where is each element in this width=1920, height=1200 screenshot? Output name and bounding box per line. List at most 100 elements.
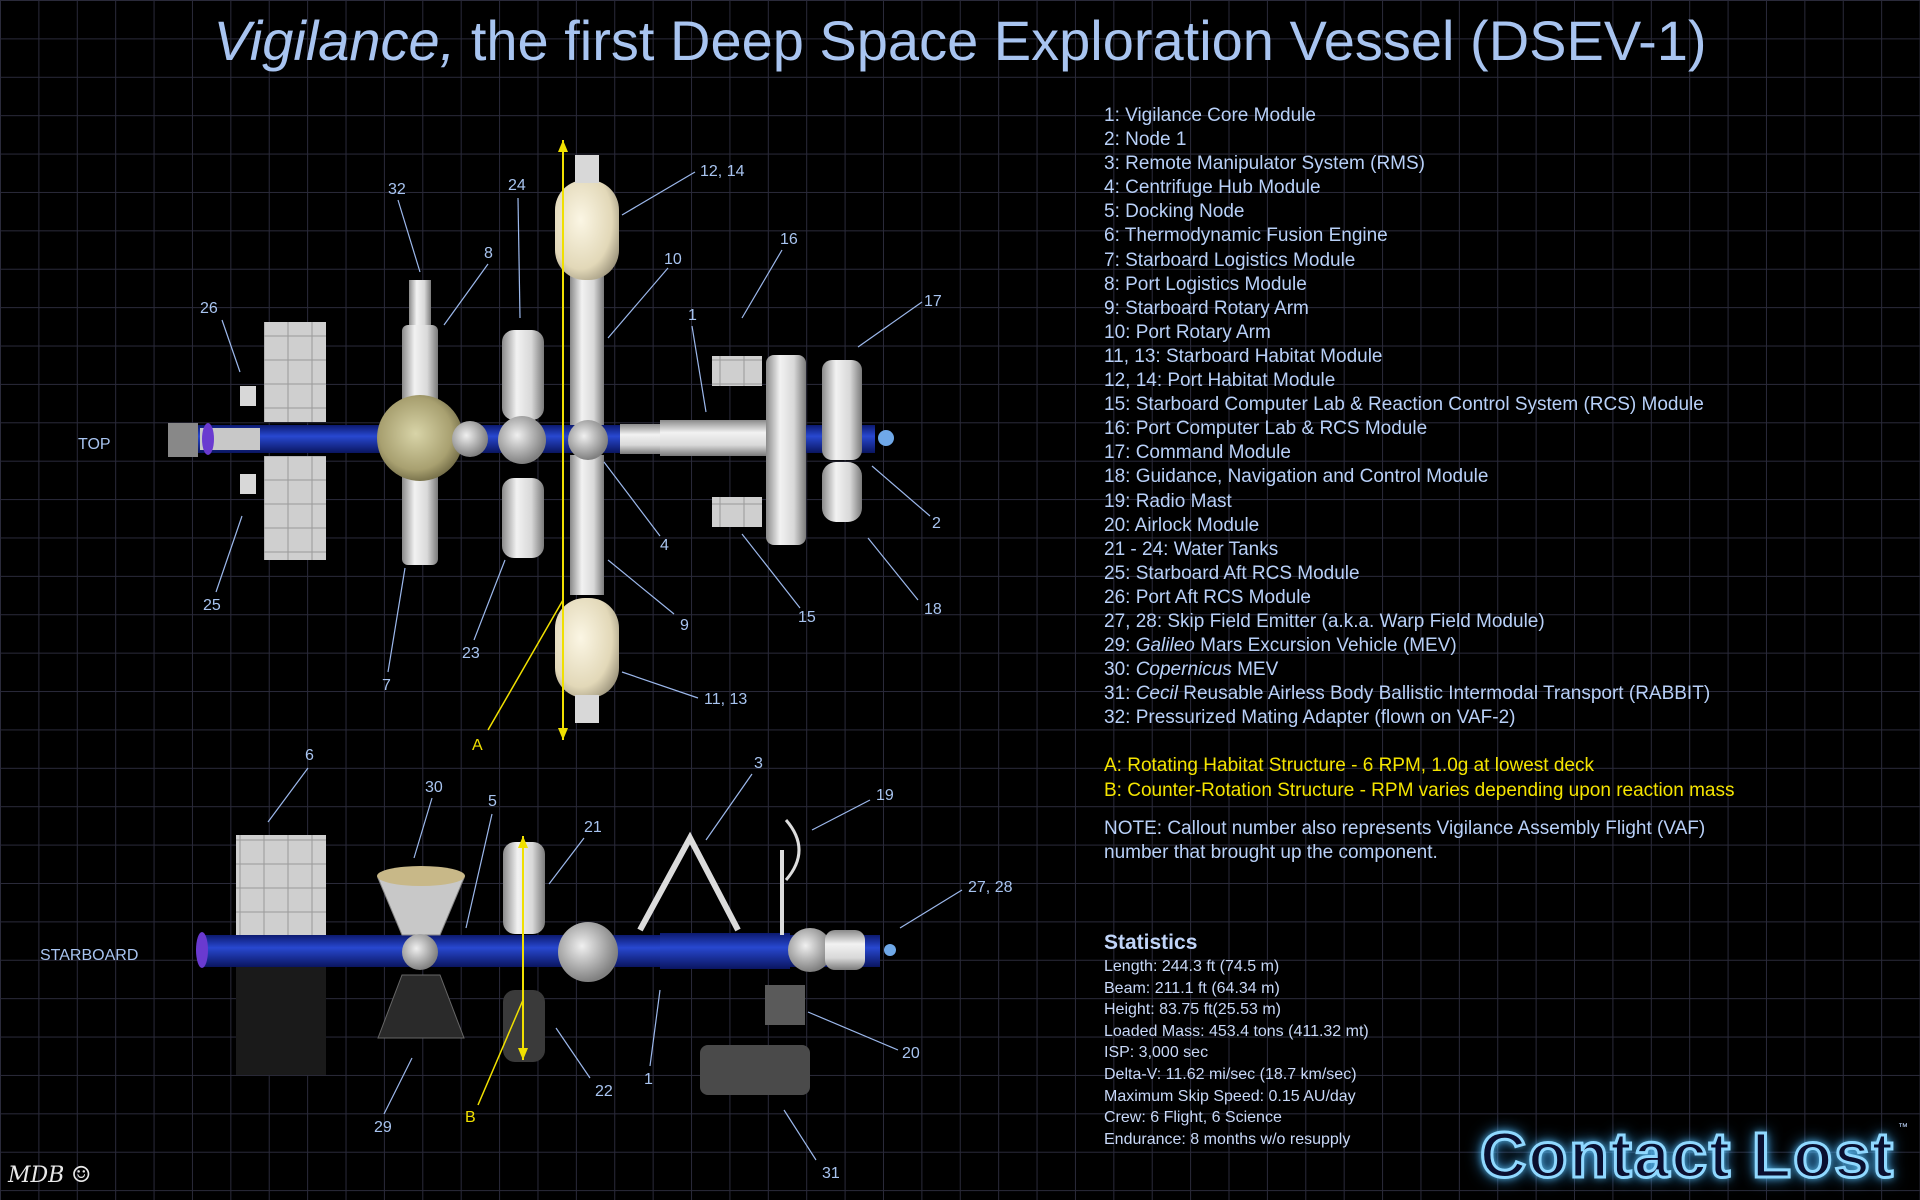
leader-4 — [603, 461, 661, 537]
legend-item: 4: Centrifuge Hub Module — [1104, 177, 1321, 199]
leader-16 — [741, 249, 783, 319]
callout-15: 15 — [798, 609, 816, 626]
legend-suffix: Reusable Airless Body Ballistic Intermod… — [1177, 683, 1711, 705]
legend-item: 1: Vigilance Core Module — [1104, 105, 1316, 126]
legend-item: 17: Command Module — [1104, 442, 1291, 464]
callout-20: 20 — [902, 1045, 920, 1062]
stat-line: Endurance: 8 months w/o resupply — [1104, 1130, 1351, 1148]
axis-a-arrow-down — [558, 728, 568, 740]
note: NOTE: Callout number also represents Vig… — [1104, 817, 1904, 865]
centrifuge-hub-core — [568, 420, 608, 460]
callout-29: 29 — [374, 1119, 392, 1136]
water-tank-24 — [502, 330, 544, 420]
sb-docking-node — [402, 934, 438, 970]
contact-lost-logo: Contact Lost — [1478, 1118, 1896, 1193]
engine-radiator-upper — [264, 322, 326, 422]
legend-suffix: Mars Excursion Vehicle (MEV) — [1194, 635, 1457, 657]
leader-12-14 — [621, 171, 696, 216]
legend-suffix: MEV — [1231, 659, 1279, 681]
fusion-engine-plate — [377, 395, 463, 481]
engine-radiator-lower — [264, 456, 326, 560]
legend-italic-name: Galileo — [1135, 635, 1195, 657]
leader-3 — [705, 773, 753, 841]
rms-arm — [637, 831, 741, 932]
vessel-diagram: TOP STARBOARD 32 24 12, 14 10 16 17 8 26… — [40, 140, 1013, 1182]
trademark: ™ — [1898, 1122, 1908, 1133]
legend-item: 27, 28: Skip Field Emitter (a.k.a. Warp … — [1104, 610, 1545, 632]
port-computer-lab — [766, 355, 806, 545]
axis-b-arrow-down — [518, 1048, 528, 1060]
statistics-heading: Statistics — [1104, 931, 1198, 954]
callout-5: 5 — [488, 793, 497, 810]
leader-20 — [807, 1011, 899, 1051]
leader-23 — [473, 559, 506, 641]
leader-24 — [517, 197, 521, 319]
legend-prefix: 31: — [1104, 683, 1136, 705]
port-rotary-arm — [570, 260, 604, 425]
callout-21: 21 — [584, 819, 602, 836]
starboard-habitat-cap — [575, 695, 599, 723]
engine-plate — [168, 423, 198, 457]
legend-item: 32: Pressurized Mating Adapter (flown on… — [1104, 707, 1516, 729]
legend-prefix: 30: — [1104, 659, 1136, 681]
callout-24: 24 — [508, 177, 526, 194]
stat-line: Delta-V: 11.62 mi/sec (18.7 km/sec) — [1104, 1065, 1357, 1083]
component-legend: 1: Vigilance Core Module 2: Node 1 3: Re… — [1104, 104, 1904, 865]
legend-item: 6: Thermodynamic Fusion Engine — [1104, 225, 1388, 247]
starboard-habitat-module — [555, 598, 619, 698]
stat-line: ISP: 3,000 sec — [1104, 1044, 1209, 1062]
callout-4: 4 — [660, 537, 669, 554]
leader-2 — [871, 465, 931, 517]
leader-19 — [811, 799, 871, 831]
sb-engine-nozzle — [196, 932, 208, 968]
leader-8 — [443, 263, 489, 326]
leader-1-sb — [649, 989, 661, 1067]
docking-node-top — [452, 421, 488, 457]
callout-25: 25 — [203, 597, 221, 614]
leader-17 — [857, 301, 923, 348]
callout-b: B — [465, 1109, 476, 1126]
callout-30: 30 — [425, 779, 443, 796]
callout-16: 16 — [780, 231, 798, 248]
callout-26: 26 — [200, 300, 218, 317]
callout-18: 18 — [924, 601, 942, 618]
starboard-aft-rcs — [240, 474, 256, 494]
rabbit-transport — [700, 1045, 810, 1095]
leader-29 — [383, 1057, 413, 1115]
stat-line: Loaded Mass: 453.4 tons (411.32 mt) — [1104, 1022, 1369, 1040]
callout-9: 9 — [680, 617, 689, 634]
centrifuge-hub-top — [498, 416, 546, 464]
callout-19: 19 — [876, 787, 894, 804]
callout-22: 22 — [595, 1083, 613, 1100]
stat-line: Crew: 6 Flight, 6 Science — [1104, 1109, 1282, 1127]
note-line: number that brought up the component. — [1104, 841, 1438, 863]
callout-31: 31 — [822, 1165, 840, 1182]
callout-11-13: 11, 13 — [704, 691, 747, 708]
legend-prefix: 29: — [1104, 635, 1136, 657]
legend-item: 18: Guidance, Navigation and Control Mod… — [1104, 466, 1489, 488]
leader-11-13 — [621, 671, 699, 699]
legend-item: 25: Starboard Aft RCS Module — [1104, 562, 1360, 584]
structure-a: A: Rotating Habitat Structure - 6 RPM, 1… — [1104, 755, 1595, 777]
stat-line: Maximum Skip Speed: 0.15 AU/day — [1104, 1087, 1356, 1105]
leader-7 — [387, 567, 406, 673]
leader-5 — [465, 813, 493, 929]
callout-17: 17 — [924, 293, 942, 310]
sb-command-module — [825, 930, 865, 970]
port-aft-rcs — [240, 386, 256, 406]
leader-32 — [397, 199, 421, 273]
legend-item: 16: Port Computer Lab & RCS Module — [1104, 418, 1428, 440]
sb-core-module — [660, 933, 790, 969]
port-habitat-module — [555, 180, 619, 280]
starboard-rotary-arm — [570, 455, 604, 595]
starboard-callouts: 6 30 5 21 3 19 27, 28 20 31 1 22 29 B — [267, 747, 1013, 1182]
legend-item: 31: Cecil Reusable Airless Body Ballisti… — [1104, 682, 1904, 706]
callout-8: 8 — [484, 245, 493, 262]
axis-a-arrow-up — [558, 140, 568, 152]
axis-b-arrow-up — [518, 836, 528, 848]
legend-italic-name: Cecil — [1135, 683, 1178, 705]
leader-10 — [607, 267, 669, 339]
port-habitat-cap — [575, 155, 599, 183]
stat-line: Height: 83.75 ft(25.53 m) — [1104, 1001, 1281, 1019]
leader-26 — [221, 319, 241, 373]
